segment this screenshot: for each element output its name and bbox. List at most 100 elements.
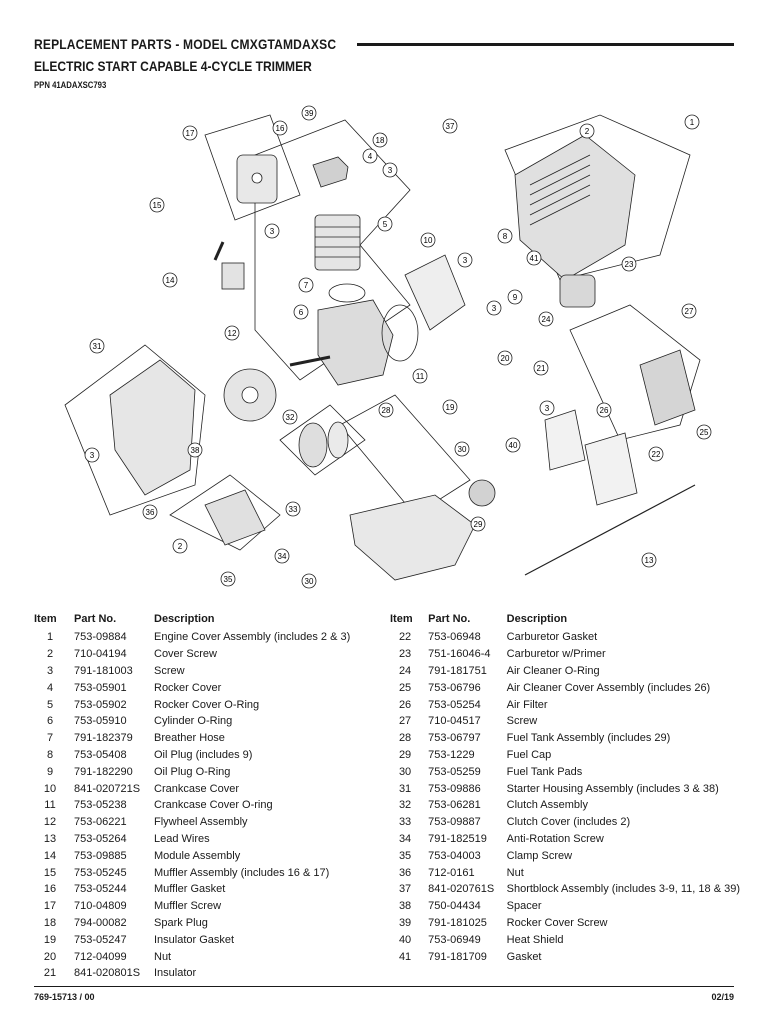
fuel-tank-panel [339,394,471,516]
part-description: Muffler Gasket [154,883,226,896]
part-number: 841-020721S [74,782,141,795]
part-description: Module Assembly [154,849,241,862]
ppn-label: PPN 41ADAXSC793 [34,80,107,90]
callout-label: 35 [224,575,233,584]
title-row: REPLACEMENT PARTS - MODEL CMXGTAMDAXSC [34,34,734,54]
part-description: Lead Wires [154,832,210,845]
callout-circle [497,228,513,244]
carburetor [559,274,596,308]
callout-circle [420,232,436,248]
callout-circle [224,325,240,341]
callout-24: 24 [538,311,554,327]
part-number: 712-0161 [428,866,475,879]
part-description: Air Filter [506,698,548,711]
callout-circle [298,277,314,293]
part-description: Muffler Screw [154,900,222,913]
item-number: 24 [398,664,412,677]
callout-circle [533,360,549,376]
callout-circle [538,311,554,327]
item-number: 19 [43,933,57,946]
callout-label: 1 [690,118,695,127]
callout-circle [442,399,458,415]
rocker-cover [312,156,349,188]
callout-circle [497,350,513,366]
callout-label: 24 [542,315,551,324]
part-description: Carburetor Gasket [506,631,598,644]
part-number: 753-06221 [74,816,127,829]
callout-circle [372,132,388,148]
item-number: 37 [398,883,412,896]
callout-circle [596,402,612,418]
item-number: 12 [43,816,57,829]
callout-label: 21 [537,364,546,373]
part-description: Screw [154,664,185,677]
callout-41: 41 [526,250,542,266]
callout-label: 32 [286,413,295,422]
item-number: 13 [43,832,57,845]
part-number: 753-05245 [74,866,127,879]
part-number: 791-181709 [428,950,487,963]
cylinder [314,214,361,271]
callout-8: 8 [497,228,513,244]
callout-2: 2 [172,538,188,554]
item-number: 22 [398,631,412,644]
col-desc-header: Description [506,613,568,625]
item-number: 27 [398,715,412,728]
col-item-header: Item [390,613,413,625]
part-description: Shortblock Assembly (includes 3-9, 11, 1… [506,883,740,896]
item-number: 16 [43,883,57,896]
item-number: 7 [46,732,54,745]
item-number: 41 [398,950,412,963]
part-number: 753-05910 [74,715,127,728]
callout-circle [293,304,309,320]
callout-circle [377,216,393,232]
callout-20: 20 [497,350,513,366]
item-number: 31 [398,782,412,795]
callout-32: 32 [282,409,298,425]
callout-36: 36 [142,504,158,520]
callout-2: 2 [579,123,595,139]
revision-date: 02/19 [711,992,734,1002]
document-number: 769-15713 / 00 [34,992,95,1002]
part-description: Nut [154,950,172,963]
part-description: Flywheel Assembly [154,816,248,829]
heat-shield [544,409,586,471]
part-number: 753-05244 [74,883,127,896]
part-description: Insulator [154,967,197,980]
page-title: REPLACEMENT PARTS - MODEL CMXGTAMDAXSC [34,36,337,52]
callout-label: 3 [492,304,497,313]
callout-circle [579,123,595,139]
crankcase-o-ring [381,304,419,362]
callout-label: 28 [382,406,391,415]
part-description: Spark Plug [154,916,208,929]
callout-circle [182,125,198,141]
part-number: 753-06796 [428,681,481,694]
callout-33: 33 [285,501,301,517]
item-number: 21 [43,967,57,980]
part-number: 753-05902 [74,698,127,711]
callout-34: 34 [274,548,290,564]
callout-30: 30 [454,441,470,457]
item-number: 40 [398,933,412,946]
part-description: Clutch Cover (includes 2) [506,816,631,829]
item-number: 14 [43,849,57,862]
col-part-header: Part No. [428,613,471,625]
item-number: 11 [44,799,56,812]
callout-21: 21 [533,360,549,376]
callout-label: 11 [416,372,425,381]
item-number: 38 [398,900,412,913]
